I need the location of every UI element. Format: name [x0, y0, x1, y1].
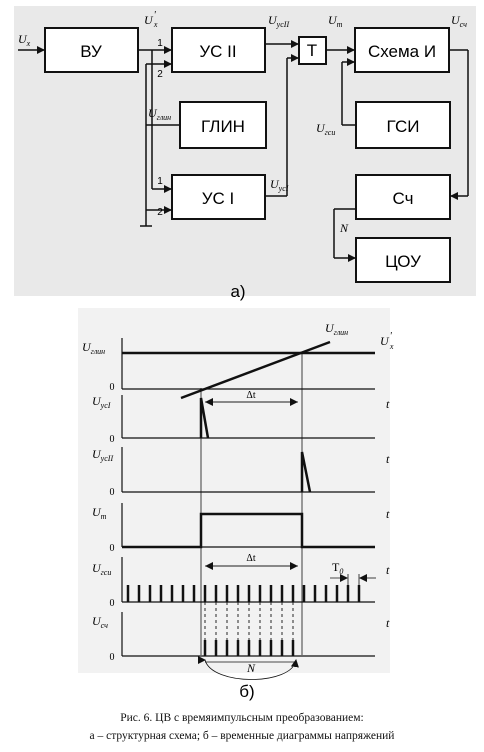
caption-line-1: Рис. 6. ЦВ с времяимпульсным преобразова… — [120, 712, 364, 724]
us1-pin2: 2 — [157, 207, 163, 218]
um-label: Um — [328, 13, 343, 29]
and-label: Схема И — [368, 42, 436, 61]
glin-label: ГЛИН — [201, 117, 245, 136]
cou-label: ЦОУ — [385, 252, 421, 271]
usch-label: Uсч — [451, 13, 467, 29]
row4-zero: 0 — [110, 543, 115, 554]
schematic-labels: Ux U'x UусII Um Uсч Uглин Uгси UусI N 1 … — [18, 10, 467, 301]
row3-label: UусII — [92, 447, 113, 463]
row-uglin: Uглин 0 Uглин U'x — [82, 321, 394, 400]
row1-label: Uглин — [82, 340, 105, 356]
n-count-label: N — [246, 661, 256, 675]
schematic-wires — [18, 40, 469, 262]
caption-line-2: а – структурная схема; б – временные диа… — [89, 730, 395, 742]
row6-label: Uсч — [92, 614, 108, 630]
row4-label: Um — [92, 505, 107, 521]
n-bus-label: N — [339, 221, 349, 235]
timing-background — [78, 308, 390, 673]
uus1-label: UусI — [270, 177, 289, 193]
us1-block: УС I — [171, 174, 266, 220]
row3-t: t — [386, 452, 390, 466]
row-usch: N Uсч 0 t — [92, 602, 390, 680]
ux-label: Ux — [18, 32, 31, 48]
us2-block: УС II — [171, 27, 266, 73]
row5-label: Uгси — [92, 561, 111, 577]
ugsi-label: Uгси — [316, 121, 335, 137]
uus2-label: UусII — [268, 13, 289, 29]
row5-t: t — [386, 563, 390, 577]
delta-t-2: Δt — [246, 553, 255, 564]
uglin-label: Uглин — [148, 106, 171, 122]
row2-label: UусI — [92, 394, 111, 410]
glin-block: ГЛИН — [179, 101, 267, 149]
row4-t: t — [386, 507, 390, 521]
diagram-a-label: а) — [230, 282, 245, 301]
counter-block: Сч — [355, 174, 451, 220]
delta-t-1: Δt — [246, 390, 255, 401]
top-uglin-label: Uглин — [325, 321, 348, 337]
us2-pin1: 1 — [157, 38, 163, 49]
t-label: Т — [307, 41, 317, 60]
row-um: Um 0 t — [92, 503, 390, 554]
row6-t: t — [386, 616, 390, 630]
top-ux-label: U'x — [380, 331, 394, 351]
ux-prime-label: U'x — [144, 10, 158, 29]
row-uus1: Δt UусI 0 t — [92, 390, 390, 445]
us2-pin2: 2 — [157, 69, 163, 80]
vu-block: ВУ — [44, 27, 139, 73]
row5-zero: 0 — [110, 598, 115, 609]
row6-zero: 0 — [110, 652, 115, 663]
row3-zero: 0 — [110, 487, 115, 498]
cou-block: ЦОУ — [355, 237, 451, 283]
us1-label: УС I — [202, 189, 235, 208]
row1-zero: 0 — [110, 382, 115, 393]
counter-label: Сч — [393, 189, 414, 208]
row-ugsi: Δt T0 Uгси 0 t — [92, 553, 390, 609]
us2-label: УС II — [199, 42, 236, 61]
gsi-block: ГСИ — [355, 101, 451, 149]
gsi-label: ГСИ — [387, 117, 420, 136]
and-gate-block: Схема И — [354, 27, 450, 73]
row-uus2: UусII 0 t — [92, 447, 390, 498]
diagram-b-label: б) — [239, 682, 254, 701]
t0-label: T0 — [332, 560, 343, 576]
row2-zero: 0 — [110, 434, 115, 445]
t-trigger-block: Т — [298, 36, 327, 65]
vu-label: ВУ — [80, 42, 102, 61]
us1-pin1: 1 — [157, 176, 163, 187]
row2-t: t — [386, 397, 390, 411]
